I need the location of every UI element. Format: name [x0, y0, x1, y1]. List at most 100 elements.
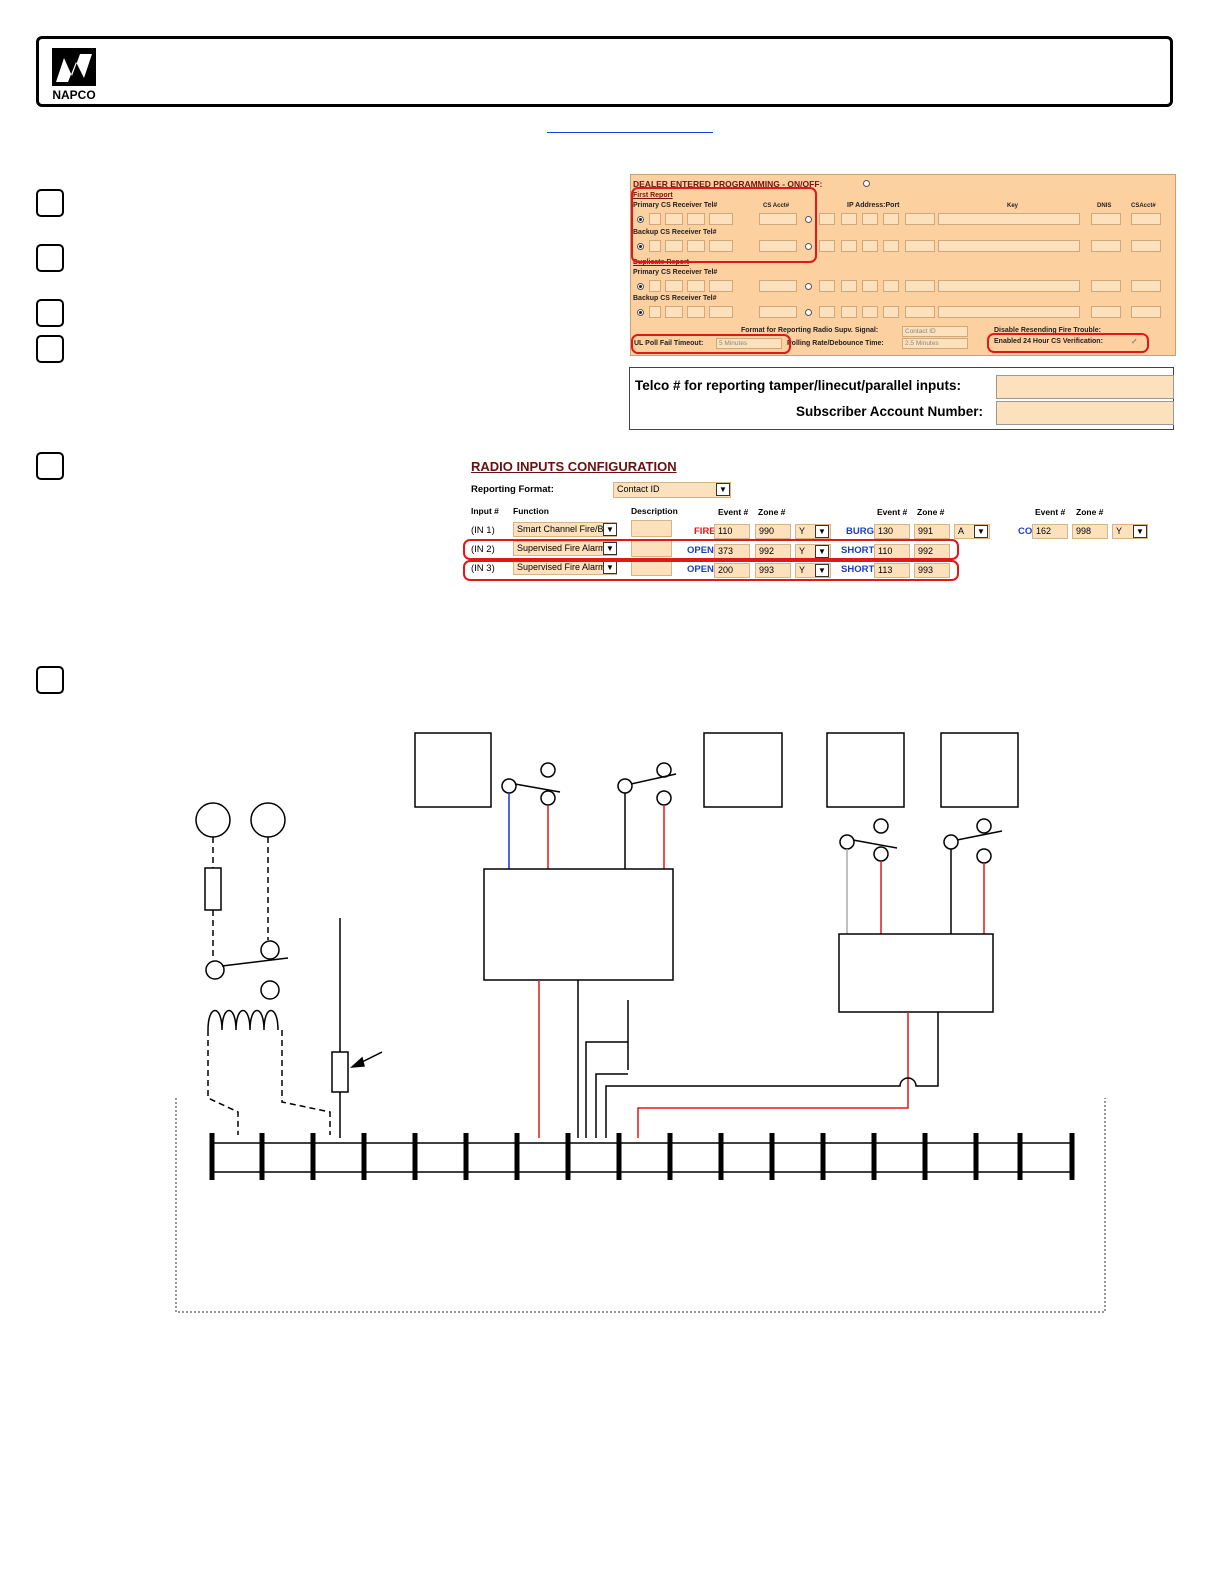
keyword-open: OPEN — [687, 564, 714, 575]
description-field-1[interactable] — [631, 520, 672, 537]
ip-octet[interactable] — [862, 213, 878, 225]
primary-radio-2[interactable] — [637, 283, 644, 290]
chevron-down-icon[interactable]: ▼ — [603, 542, 617, 555]
ip-radio-4[interactable] — [805, 309, 812, 316]
enabled24-checkbox[interactable]: ✓ — [1131, 337, 1138, 346]
ip-octet[interactable] — [819, 213, 835, 225]
zone-field[interactable]: 993 — [914, 563, 950, 578]
subscriber-label: Subscriber Account Number: — [796, 404, 984, 419]
number-field[interactable] — [709, 213, 733, 225]
prefix-field[interactable] — [649, 306, 661, 318]
chevron-down-icon[interactable]: ▼ — [974, 525, 988, 538]
col-dnis: DNIS — [1097, 203, 1112, 209]
zone-field[interactable]: 990 — [755, 524, 791, 539]
csacct-field[interactable] — [759, 306, 797, 318]
port-field[interactable] — [905, 280, 935, 292]
key-field[interactable] — [938, 306, 1080, 318]
ip-octet[interactable] — [841, 240, 857, 252]
format-select[interactable]: Contact ID — [902, 326, 968, 337]
prefix-field[interactable] — [649, 240, 661, 252]
prefix-field[interactable] — [649, 213, 661, 225]
polling-select[interactable]: 2.5 Minutes — [902, 338, 968, 349]
event-field[interactable]: 113 — [874, 563, 910, 578]
exchange-field[interactable] — [687, 306, 705, 318]
ip-octet[interactable] — [819, 240, 835, 252]
ip-octet[interactable] — [819, 280, 835, 292]
number-field[interactable] — [709, 306, 733, 318]
backup-radio-2[interactable] — [637, 309, 644, 316]
port-field[interactable] — [905, 306, 935, 318]
area-code-field[interactable] — [665, 240, 683, 252]
event-field[interactable]: 110 — [714, 524, 750, 539]
ip-octet[interactable] — [862, 280, 878, 292]
left-relay — [195, 802, 331, 1135]
function-select-1[interactable]: Smart Channel Fire/Burg/CO — [513, 522, 617, 537]
dnis-field[interactable] — [1091, 306, 1121, 318]
key-field[interactable] — [938, 280, 1080, 292]
link-underline[interactable] — [547, 132, 713, 133]
key-field[interactable] — [938, 213, 1080, 225]
port-field[interactable] — [905, 213, 935, 225]
ip-octet[interactable] — [883, 213, 899, 225]
dnis-field[interactable] — [1091, 240, 1121, 252]
zone-field[interactable]: 993 — [755, 563, 791, 578]
chevron-down-icon[interactable]: ▼ — [815, 545, 829, 558]
ip-octet[interactable] — [883, 280, 899, 292]
zone-field[interactable]: 998 — [1072, 524, 1108, 539]
exchange-field[interactable] — [687, 240, 705, 252]
col-zone-1: Zone # — [758, 507, 786, 517]
backup-radio-1[interactable] — [637, 243, 644, 250]
dnis-field[interactable] — [1091, 213, 1121, 225]
chevron-down-icon[interactable]: ▼ — [1133, 525, 1147, 538]
primary-radio-1[interactable] — [637, 216, 644, 223]
key-field[interactable] — [938, 240, 1080, 252]
dnis-field[interactable] — [1091, 280, 1121, 292]
ip-octet[interactable] — [841, 213, 857, 225]
area-code-field[interactable] — [665, 280, 683, 292]
telco-input[interactable] — [996, 375, 1174, 399]
prefix-field[interactable] — [649, 280, 661, 292]
area-code-field[interactable] — [665, 306, 683, 318]
csacct2-field[interactable] — [1131, 240, 1161, 252]
port-field[interactable] — [905, 240, 935, 252]
number-field[interactable] — [709, 240, 733, 252]
ip-octet[interactable] — [862, 306, 878, 318]
csacct-field[interactable] — [759, 213, 797, 225]
dealer-programming-toggle[interactable] — [863, 180, 870, 187]
radio-inputs-title: RADIO INPUTS CONFIGURATION — [471, 459, 677, 474]
number-field[interactable] — [709, 280, 733, 292]
chevron-down-icon[interactable]: ▼ — [716, 483, 730, 496]
ip-octet[interactable] — [883, 240, 899, 252]
chevron-down-icon[interactable]: ▼ — [603, 523, 617, 536]
exchange-field[interactable] — [687, 280, 705, 292]
col-zone-2: Zone # — [917, 507, 945, 517]
ip-radio-1[interactable] — [805, 216, 812, 223]
csacct2-field[interactable] — [1131, 213, 1161, 225]
ip-octet[interactable] — [883, 306, 899, 318]
col-key: Key — [1007, 203, 1019, 209]
ip-octet[interactable] — [841, 280, 857, 292]
event-field[interactable]: 130 — [874, 524, 910, 539]
event-field[interactable]: 162 — [1032, 524, 1068, 539]
area-code-field[interactable] — [665, 213, 683, 225]
event-field[interactable]: 200 — [714, 563, 750, 578]
ul-poll-select[interactable]: 5 Minutes — [716, 338, 782, 349]
ip-octet[interactable] — [819, 306, 835, 318]
zone-field[interactable]: 991 — [914, 524, 950, 539]
terminal-strip — [209, 1133, 1075, 1180]
ip-octet[interactable] — [841, 306, 857, 318]
exchange-field[interactable] — [687, 213, 705, 225]
ip-radio-2[interactable] — [805, 243, 812, 250]
csacct-field[interactable] — [759, 280, 797, 292]
highlight-ul-poll — [631, 334, 791, 354]
chevron-down-icon[interactable]: ▼ — [815, 525, 829, 538]
csacct2-field[interactable] — [1131, 280, 1161, 292]
chevron-down-icon[interactable]: ▼ — [815, 564, 829, 577]
subscriber-input[interactable] — [996, 401, 1174, 425]
ip-radio-3[interactable] — [805, 283, 812, 290]
reporting-format-select[interactable]: Contact ID — [613, 482, 731, 498]
csacct2-field[interactable] — [1131, 306, 1161, 318]
eol-resistor — [331, 918, 383, 1138]
ip-octet[interactable] — [862, 240, 878, 252]
csacct-field[interactable] — [759, 240, 797, 252]
